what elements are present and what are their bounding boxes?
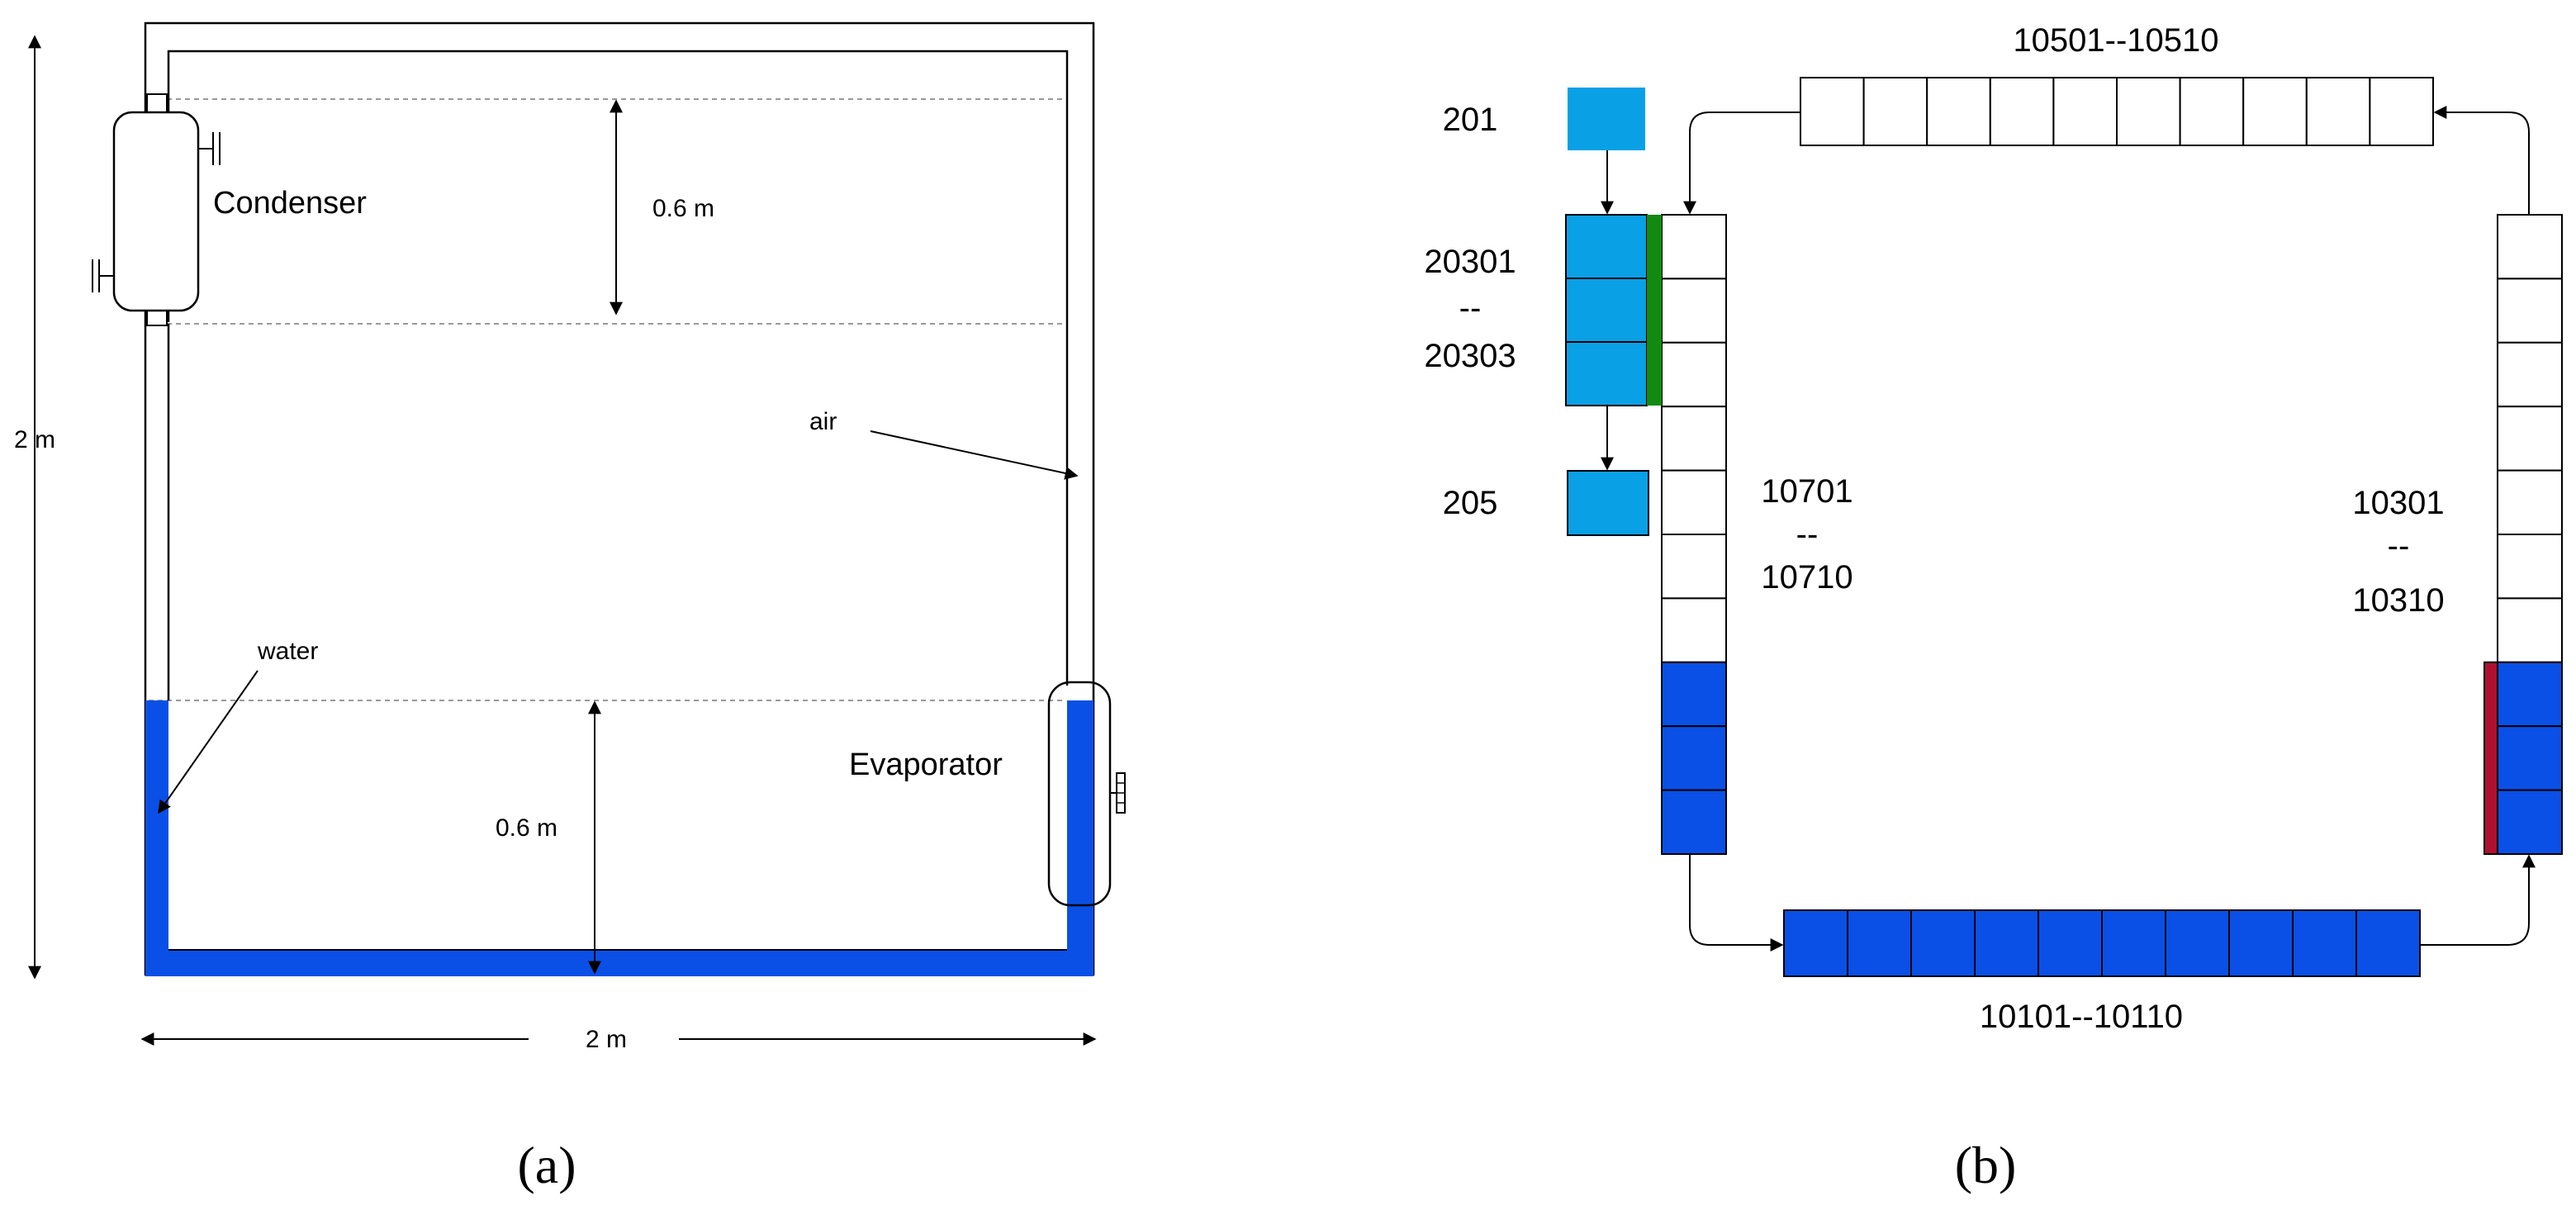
evaporator — [1047, 681, 1126, 907]
arrow-top-to-left — [1683, 112, 1800, 215]
loop-pipe-outer — [144, 21, 1095, 976]
air-label: air — [809, 408, 837, 435]
top-range-label: 10501--10510 — [2013, 22, 2218, 59]
water-pointer — [158, 670, 259, 814]
left-cells-10701-10710 — [1661, 214, 1727, 855]
box-205-label: 205 — [1443, 485, 1498, 521]
caption-b: (b) — [1955, 1136, 2017, 1194]
condenser — [92, 93, 221, 326]
right-range-sep: -- — [2388, 528, 2410, 564]
green-connector-strip — [1647, 215, 1662, 406]
arrow-left-to-bottom — [1689, 854, 1784, 952]
right-cells-10301-10310 — [2497, 214, 2563, 855]
top-cells-10501-10510 — [1800, 77, 2434, 146]
right-range-start: 10301 — [2352, 485, 2444, 521]
right-range-end: 10310 — [2352, 582, 2444, 619]
dim-top-label: 0.6 m — [652, 195, 714, 222]
box-201 — [1568, 88, 1645, 150]
bottom-range-label: 10101--10110 — [1980, 999, 2183, 1035]
panel-a: 2 m 2 m 0.6 m 0.6 m Condenser Evaporator… — [14, 21, 1126, 1194]
condenser-label: Condenser — [213, 186, 367, 221]
range-203-end: 20303 — [1424, 338, 1516, 374]
range-203-sep: -- — [1459, 290, 1482, 326]
dim-bottom-label: 0.6 m — [496, 814, 557, 842]
box-205 — [1567, 470, 1649, 536]
water-bottom-leg — [145, 950, 1093, 976]
arrow-right-to-top — [2433, 106, 2530, 215]
panel-b: 10501--10510 10101--10110 10701 -- 10710 — [1424, 22, 2563, 1194]
left-range-end: 10710 — [1761, 559, 1853, 596]
range-203-start: 20301 — [1424, 244, 1516, 280]
loop-pipe-inner — [167, 50, 1069, 686]
caption-a: (a) — [517, 1136, 576, 1194]
dim-width-label: 2 m — [586, 1026, 627, 1053]
left-range-sep: -- — [1796, 516, 1819, 553]
water-label: water — [257, 638, 318, 665]
dim-height-label: 2 m — [14, 426, 55, 453]
water-right-leg — [1067, 700, 1093, 976]
evaporator-label: Evaporator — [849, 748, 1003, 782]
water-left-leg — [145, 700, 168, 976]
air-pointer — [870, 430, 1079, 480]
right-heater-strip — [2483, 661, 2498, 855]
arrow-bottom-to-right — [2420, 854, 2536, 946]
cells-20301-20303 — [1565, 214, 1648, 406]
left-range-start: 10701 — [1761, 473, 1853, 510]
box-201-label: 201 — [1443, 102, 1498, 138]
bottom-cells-10101-10110 — [1783, 909, 2421, 977]
